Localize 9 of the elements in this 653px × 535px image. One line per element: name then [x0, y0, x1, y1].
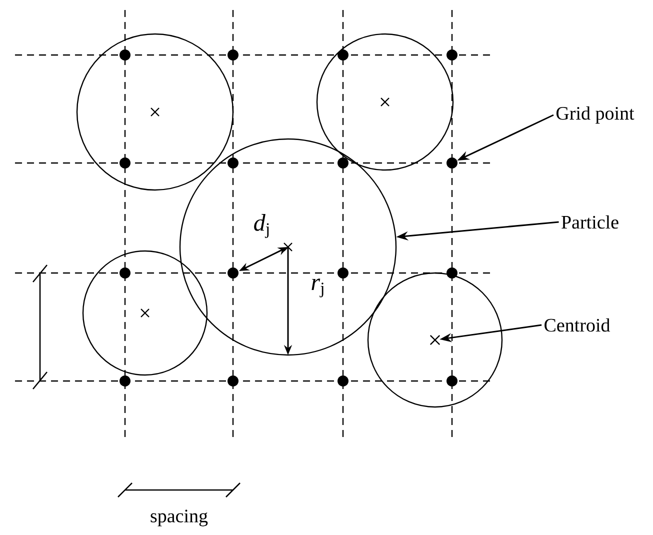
centroid-mark [430, 334, 440, 346]
grid-point [446, 158, 458, 168]
particle-circle [179, 138, 397, 356]
callout-label: Particle [562, 215, 618, 229]
callout-label: Centroid [544, 318, 610, 332]
symbol-label: r$_{j}$ [312, 278, 324, 298]
symbol-label: d$_{j}$ [254, 214, 269, 238]
callout-label: Grid point [556, 106, 634, 124]
dimension-label: spacing [150, 510, 208, 526]
